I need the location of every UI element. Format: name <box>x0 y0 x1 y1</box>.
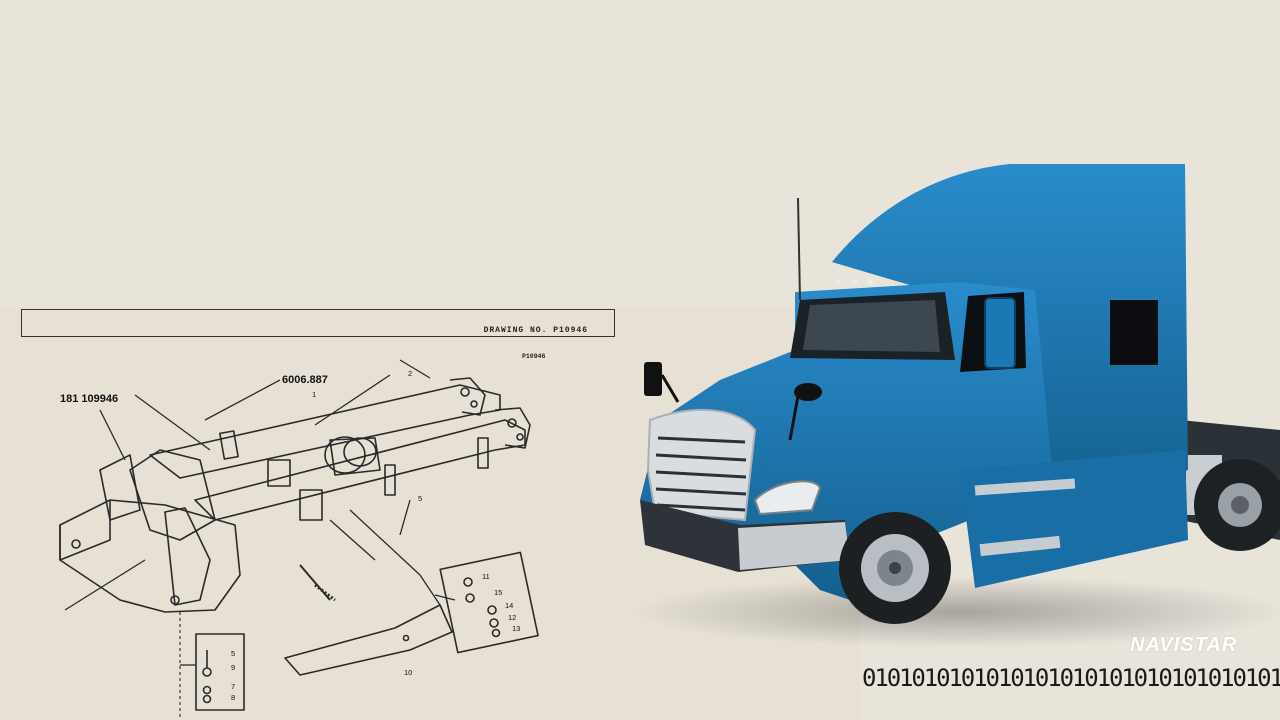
binary-code-strip: 0101010101010101010101010101010101 <box>862 664 1280 692</box>
bracket-plate <box>284 604 453 676</box>
callout-15: 15 <box>494 588 503 597</box>
hardware-box-lower <box>195 633 245 711</box>
callout-9: 9 <box>231 663 236 672</box>
callout-5b: 5 <box>231 649 236 658</box>
sheet-code: P10946 <box>522 353 546 360</box>
callout-13: 13 <box>512 624 521 633</box>
callout-10: 10 <box>404 668 413 677</box>
part-number-callout-left: 181 109946 <box>60 393 119 405</box>
callout-12: 12 <box>508 613 517 622</box>
callout-14: 14 <box>505 601 514 610</box>
callout-8: 8 <box>231 693 236 702</box>
side-window <box>1110 300 1158 365</box>
callout-1: 1 <box>312 390 317 399</box>
rail-end-bracket-upper <box>449 377 486 416</box>
hardware-box-upper <box>439 551 539 654</box>
callout-5: 5 <box>418 494 423 503</box>
end-block <box>59 499 241 613</box>
navistar-logo: NAVISTAR <box>1130 634 1238 656</box>
left-mirror <box>984 297 1016 369</box>
drawing-title-block: DRAWING NO. P10946 <box>21 309 615 337</box>
part-number-callout-top: 6006.887 <box>282 374 328 386</box>
right-mirror <box>644 362 662 396</box>
drawing-number: DRAWING NO. P10946 <box>483 326 588 335</box>
truck-shadow <box>630 576 1280 648</box>
callout-2: 2 <box>408 369 413 378</box>
headlight <box>753 480 822 516</box>
rail-end-bracket-lower <box>494 407 531 449</box>
callout-7: 7 <box>231 682 236 691</box>
antenna <box>797 197 801 301</box>
grille <box>646 409 757 522</box>
side-fairing <box>960 450 1188 588</box>
callout-11: 11 <box>482 572 490 581</box>
